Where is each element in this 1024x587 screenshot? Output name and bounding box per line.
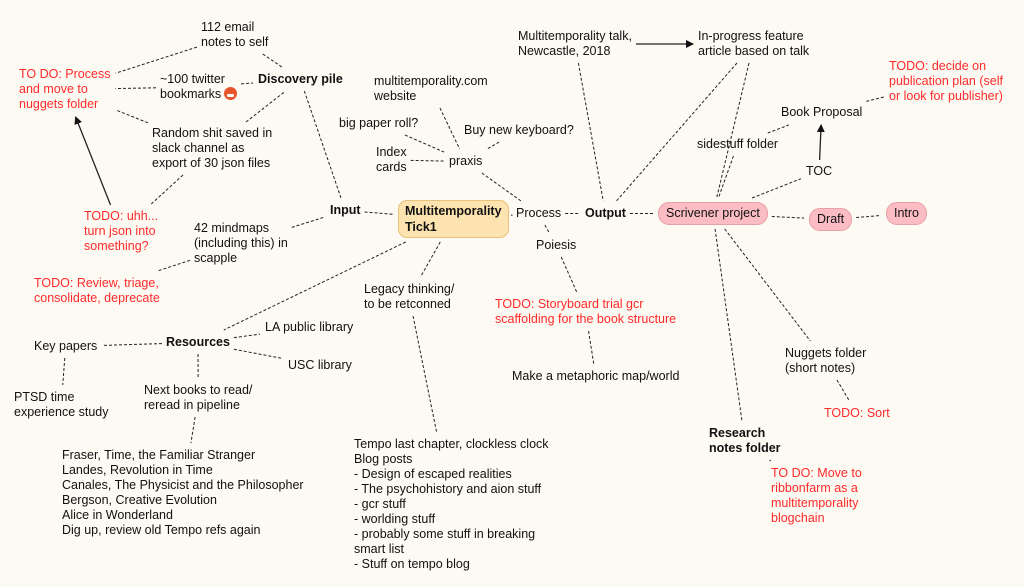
node-research-notes[interactable]: Research notes folder bbox=[709, 426, 781, 455]
node-book-list[interactable]: Fraser, Time, the Familiar Stranger Land… bbox=[62, 448, 304, 537]
node-praxis[interactable]: praxis bbox=[449, 154, 483, 168]
connector-legacy-to-tempo-list bbox=[412, 315, 438, 433]
node-la-library[interactable]: LA public library bbox=[265, 320, 354, 334]
node-twitter-bookmarks[interactable]: ~100 twitter bookmarks bbox=[160, 72, 238, 102]
node-todo-review[interactable]: TODO: Review, triage, consolidate, depre… bbox=[34, 276, 160, 305]
connector-email-notes-to-discovery-pile bbox=[262, 53, 283, 68]
node-paper-roll[interactable]: big paper roll? bbox=[339, 116, 419, 130]
connector-website-to-praxis bbox=[439, 107, 461, 150]
connector-feature-article-to-output bbox=[616, 62, 738, 202]
connector-talk-to-output bbox=[577, 62, 604, 202]
node-nuggets-folder[interactable]: Nuggets folder (short notes) bbox=[785, 346, 867, 375]
connector-todo-json-to-todo-process bbox=[74, 116, 112, 206]
connector-paper-roll-to-praxis bbox=[404, 134, 445, 153]
node-metaphoric-map[interactable]: Make a metaphoric map/world bbox=[512, 369, 680, 383]
connector-toc-to-book-proposal bbox=[816, 124, 825, 161]
node-twitter-text: ~100 twitter bookmarks bbox=[160, 72, 225, 101]
connector-index-cards-to-praxis bbox=[410, 159, 445, 162]
node-scrivener-project[interactable]: Scrivener project bbox=[658, 202, 768, 225]
connector-email-notes-to-todo-process bbox=[115, 46, 198, 74]
connector-sidestuff-to-book-proposal bbox=[767, 124, 789, 134]
node-resources[interactable]: Resources bbox=[166, 335, 230, 349]
connector-twitter-bookmarks-to-discovery-pile bbox=[241, 82, 254, 85]
node-ptsd-study[interactable]: PTSD time experience study bbox=[14, 390, 109, 419]
node-keyboard[interactable]: Buy new keyboard? bbox=[464, 123, 574, 137]
connector-slack-export-to-discovery-pile bbox=[245, 91, 285, 123]
connector-scrivener-to-research-notes bbox=[714, 228, 743, 422]
connector-resources-to-key-papers bbox=[102, 343, 163, 346]
connector-slack-export-to-todo-process bbox=[115, 109, 149, 124]
node-todo-process[interactable]: TO DO: Process and move to nuggets folde… bbox=[19, 67, 111, 111]
connector-next-books-to-book-list bbox=[190, 416, 196, 444]
connector-poiesis-to-todo-storyboard bbox=[560, 256, 578, 293]
node-todo-storyboard[interactable]: TODO: Storyboard trial gcr scaffolding f… bbox=[495, 297, 677, 326]
connector-scrivener-to-toc bbox=[751, 178, 802, 199]
node-poiesis[interactable]: Poiesis bbox=[536, 238, 577, 252]
node-central-multitemporality[interactable]: Multitemporality Tick1 bbox=[398, 200, 509, 238]
node-sidestuff-folder[interactable]: sidestuff folder bbox=[697, 137, 779, 151]
connector-input-to-central bbox=[364, 211, 394, 215]
node-talk[interactable]: Multitemporality talk, Newcastle, 2018 bbox=[518, 29, 632, 58]
node-legacy-thinking[interactable]: Legacy thinking/ to be retconned bbox=[364, 282, 455, 311]
node-toc[interactable]: TOC bbox=[806, 164, 833, 178]
node-next-books[interactable]: Next books to read/ reread in pipeline bbox=[144, 383, 253, 412]
node-index-cards[interactable]: Index cards bbox=[376, 145, 407, 174]
node-output[interactable]: Output bbox=[585, 206, 626, 220]
connector-praxis-to-process bbox=[481, 172, 522, 202]
node-input[interactable]: Input bbox=[330, 203, 361, 217]
connector-central-to-resources bbox=[223, 241, 406, 331]
node-website[interactable]: multitemporality.com website bbox=[374, 74, 488, 103]
connector-central-to-legacy bbox=[420, 241, 441, 278]
node-slack-export[interactable]: Random shit saved in slack channel as ex… bbox=[152, 126, 273, 170]
connector-feature-article-to-scrivener bbox=[716, 62, 750, 198]
connector-sidestuff-to-scrivener bbox=[718, 155, 734, 198]
connector-mindmaps-to-todo-review bbox=[157, 259, 191, 272]
connector-slack-export-to-todo-json bbox=[150, 174, 184, 205]
connector-nuggets-to-todo-sort bbox=[836, 379, 850, 402]
node-discovery-pile[interactable]: Discovery pile bbox=[258, 72, 343, 86]
node-usc-library[interactable]: USC library bbox=[288, 358, 352, 372]
connector-discovery-pile-to-input bbox=[303, 90, 342, 199]
node-process[interactable]: Process bbox=[516, 206, 562, 220]
node-draft[interactable]: Draft bbox=[809, 208, 853, 231]
connector-keyboard-to-praxis bbox=[486, 141, 500, 150]
connector-scrivener-to-draft bbox=[771, 216, 805, 219]
connector-process-to-poiesis bbox=[544, 224, 550, 234]
connector-research-notes-to-todo-ribbonfarm bbox=[769, 459, 772, 462]
connector-scrivener-to-nuggets bbox=[724, 228, 811, 342]
connector-resources-to-usc-library bbox=[233, 348, 284, 360]
connector-draft-to-intro bbox=[856, 215, 882, 218]
node-todo-publication[interactable]: TODO: decide on publication plan (self o… bbox=[889, 59, 1003, 103]
connector-twitter-bookmarks-to-todo-process bbox=[115, 87, 157, 90]
node-email-notes[interactable]: 112 email notes to self bbox=[201, 20, 269, 49]
connector-mindmaps-to-input bbox=[291, 216, 326, 228]
node-book-proposal[interactable]: Book Proposal bbox=[781, 105, 863, 119]
node-key-papers[interactable]: Key papers bbox=[34, 339, 98, 353]
node-feature-article[interactable]: In-progress feature article based on tal… bbox=[698, 29, 810, 58]
node-tempo-list[interactable]: Tempo last chapter, clockless clock Blog… bbox=[354, 437, 549, 571]
node-mindmaps[interactable]: 42 mindmaps (including this) in scapple bbox=[194, 221, 288, 265]
node-todo-sort[interactable]: TODO: Sort bbox=[824, 406, 890, 420]
node-intro[interactable]: Intro bbox=[886, 202, 928, 225]
connector-resources-to-la-library bbox=[233, 333, 261, 339]
connector-todo-storyboard-to-metaphoric-map bbox=[588, 330, 595, 365]
node-todo-json[interactable]: TODO: uhh... turn json into something? bbox=[84, 209, 159, 253]
connector-key-papers-to-ptsd bbox=[62, 357, 66, 386]
node-todo-ribbonfarm[interactable]: TO DO: Move to ribbonfarm as a multitemp… bbox=[771, 466, 862, 525]
angry-face-icon bbox=[224, 87, 238, 100]
connector-book-proposal-to-todo-publication bbox=[866, 96, 885, 102]
